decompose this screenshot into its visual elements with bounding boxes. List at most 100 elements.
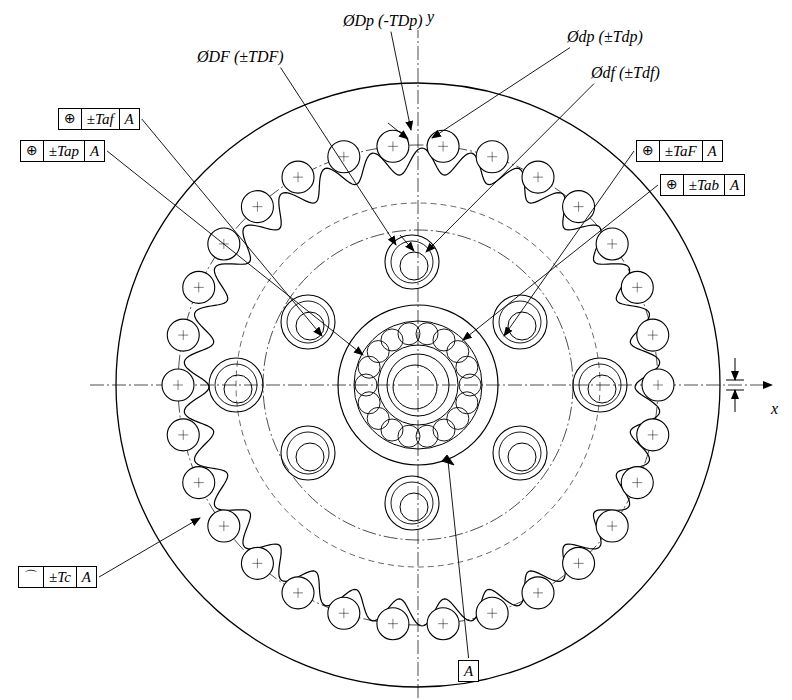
feature-control-frame: ⌒±TcA <box>18 566 97 588</box>
dimension-label: Ødp (±Tdp) <box>566 28 644 46</box>
ring-pin <box>282 161 314 193</box>
ring-pin <box>563 191 595 223</box>
cycloid-disc-profile <box>184 148 659 626</box>
y-axis <box>418 14 419 698</box>
disc-hole <box>391 482 433 524</box>
leader-line <box>432 48 570 138</box>
disc-hole <box>281 295 335 349</box>
disc-hole <box>281 426 335 480</box>
bearing-roller <box>381 419 403 441</box>
bearing-roller <box>456 356 478 378</box>
ring-pin <box>427 608 459 640</box>
tolerance-symbol: ⊕ <box>661 175 683 195</box>
ring-pin <box>377 608 409 640</box>
ring-pin <box>328 141 360 173</box>
ring-pin <box>621 467 653 499</box>
ring-pin <box>522 577 554 609</box>
pin-centre-mark <box>257 202 258 212</box>
pin-centre-mark <box>492 152 493 162</box>
pin-centre-mark <box>443 619 444 629</box>
pin-centre-mark <box>637 478 638 488</box>
disc-hole <box>499 301 541 343</box>
ring-pin <box>637 319 669 351</box>
pin-centre-mark <box>538 588 539 598</box>
tolerance-value: ±Tab <box>683 175 724 195</box>
ring-pin <box>167 419 199 451</box>
hole-pitch-circle <box>236 203 600 567</box>
leader-line <box>99 518 200 577</box>
output-pin <box>588 375 616 403</box>
pin-centre-mark <box>183 430 184 440</box>
output-pin <box>400 493 428 521</box>
leader-line <box>448 461 469 658</box>
disc-hole <box>209 358 263 412</box>
datum-letter: A <box>702 141 722 161</box>
offset-tick <box>726 390 744 391</box>
bearing-roller <box>367 407 389 429</box>
bearing-roller <box>367 341 389 363</box>
disc-hole <box>287 432 329 474</box>
ring-pin <box>476 141 508 173</box>
datum-letter: A <box>459 661 478 681</box>
leader-line <box>463 185 658 340</box>
leader-line <box>391 32 411 130</box>
pin-centre-mark <box>183 330 184 340</box>
bearing-roller <box>398 323 420 345</box>
dimension-label: ØDF (±TDF) <box>196 48 285 66</box>
leader-line <box>504 151 634 336</box>
ring-pin <box>167 319 199 351</box>
leader-line <box>281 68 396 245</box>
pin-pitch-circle <box>178 145 658 625</box>
leader-line <box>107 151 363 355</box>
output-pin <box>508 312 536 340</box>
output-pin <box>296 312 324 340</box>
output-pin <box>224 375 252 403</box>
leader-line <box>388 123 408 139</box>
pin-centre-mark <box>298 172 299 182</box>
datum-letter: A <box>119 109 139 129</box>
axis-label: x <box>770 400 779 418</box>
pin-centre-mark <box>652 430 653 440</box>
ring-pin <box>208 510 240 542</box>
pin-centre-mark <box>443 141 444 151</box>
leader-line <box>142 119 322 336</box>
tolerance-value: ±Taf <box>81 109 119 129</box>
feature-control-frame: ⊕±TapA <box>20 140 105 162</box>
bearing-roller <box>416 425 438 447</box>
bearing-roller <box>456 392 478 414</box>
pin-centre-mark <box>578 558 579 568</box>
leader-line <box>426 84 594 252</box>
ring-pin <box>183 271 215 303</box>
output-pin <box>400 252 428 280</box>
bearing-outer <box>338 305 498 465</box>
ring-pin <box>596 228 628 260</box>
pin-centre-mark <box>223 521 224 531</box>
eccentric-shaft <box>387 354 449 416</box>
ring-pin <box>476 597 508 629</box>
axis-label: y <box>426 8 435 26</box>
datum-box: A <box>458 660 479 682</box>
ring-pin <box>637 419 669 451</box>
offset-arrow <box>735 358 736 380</box>
disc-hole <box>579 364 621 406</box>
pin-centre-mark <box>538 172 539 182</box>
pin-centre-mark <box>612 239 613 249</box>
dimension-label: Ødf (±Tdf) <box>590 64 661 82</box>
pin-centre-mark <box>343 152 344 162</box>
offset-arrow <box>735 390 736 412</box>
tolerance-symbol: ⌒ <box>19 567 43 587</box>
pin-centre-mark <box>198 282 199 292</box>
tolerance-value: ±Tc <box>43 567 76 587</box>
ring-pin <box>282 577 314 609</box>
disc-hole <box>493 426 547 480</box>
disc-hole <box>493 295 547 349</box>
pin-centre-mark <box>578 202 579 212</box>
pin-centre-mark <box>612 521 613 531</box>
ring-pin <box>162 369 194 401</box>
pin-centre-mark <box>652 330 653 340</box>
bearing-race <box>378 345 458 425</box>
pin-centre-mark <box>257 558 258 568</box>
pin-centre-mark <box>658 380 659 390</box>
bearing-roller <box>447 341 469 363</box>
bearing-roller <box>358 356 380 378</box>
